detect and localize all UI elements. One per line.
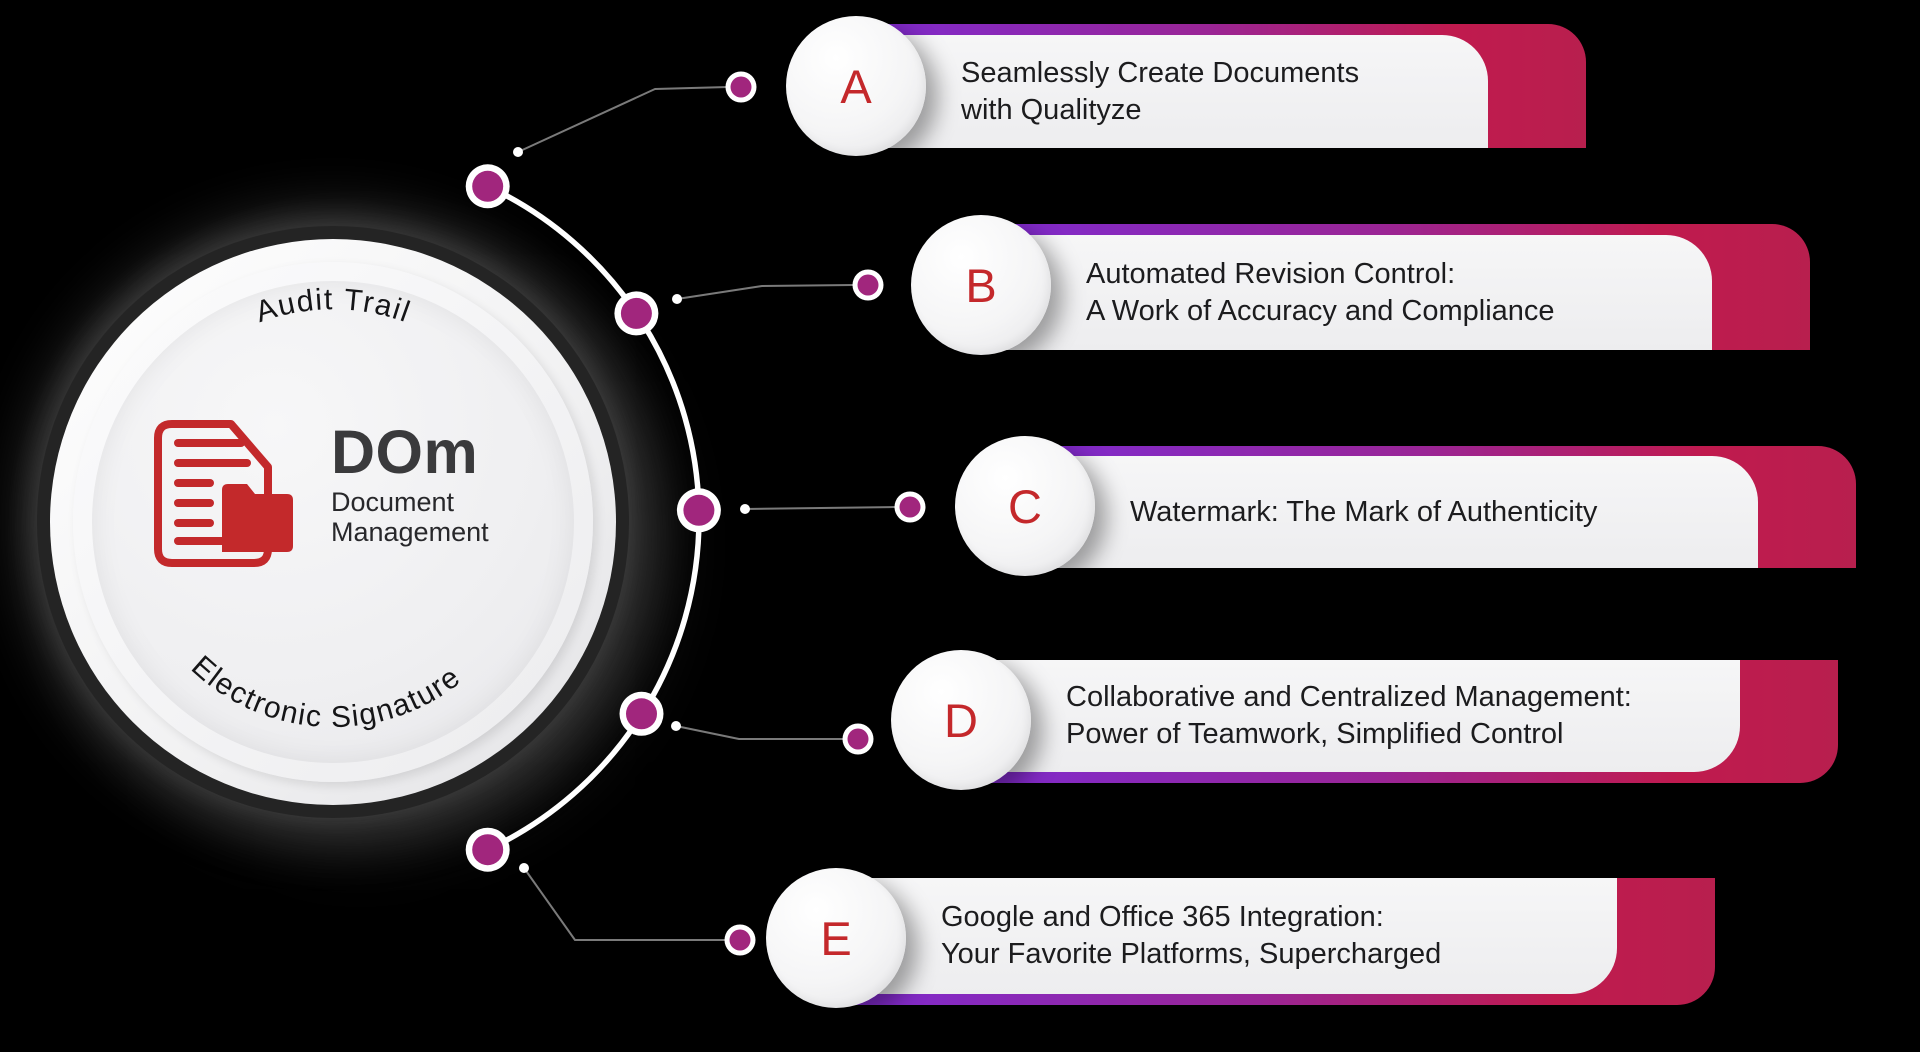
banner-b-body (981, 235, 1712, 350)
item-end-dots (724, 71, 926, 956)
banner-c-line1: Watermark: The Mark of Authenticity (1130, 495, 1598, 528)
item-d-letter: D (944, 693, 978, 747)
hub-acronym: DOm (331, 418, 479, 486)
banner-a-text: Seamlessly Create Documents with Quality… (961, 35, 1359, 148)
banner-a-line2: with Qualityze (961, 93, 1142, 126)
banner-b-text: Automated Revision Control: A Work of Ac… (1086, 235, 1555, 350)
banner-e-text: Google and Office 365 Integration: Your … (941, 878, 1441, 994)
item-e-letter: E (820, 911, 852, 965)
banner-c-body (1025, 456, 1758, 568)
banner-b-line1: Automated Revision Control: (1086, 257, 1456, 290)
hub-subtitle: Document Management (331, 487, 489, 547)
item-d-letter-circle: D (891, 650, 1031, 790)
banner-c-text: Watermark: The Mark of Authenticity (1130, 456, 1597, 568)
banner-a-line1: Seamlessly Create Documents (961, 56, 1360, 89)
banner-d-line2: Power of Teamwork, Simplified Control (1066, 718, 1564, 750)
banner-d-text: Collaborative and Centralized Management… (1066, 660, 1632, 772)
item-b-letter-circle: B (911, 215, 1051, 355)
item-c-letter: C (1008, 479, 1042, 533)
hub-title-block: DOm Document Management (331, 418, 489, 548)
banner-d-body (961, 660, 1740, 772)
item-a-letter-circle: A (786, 16, 926, 156)
item-a-letter: A (840, 59, 872, 113)
banner-e-line1: Google and Office 365 Integration: (941, 901, 1384, 933)
hub-subtitle-line1: Document (331, 487, 455, 517)
banner-e-body (836, 878, 1617, 994)
item-e-letter-circle: E (766, 868, 906, 1008)
hub-subtitle-line2: Management (331, 517, 489, 547)
banner-d-line1: Collaborative and Centralized Management… (1066, 681, 1632, 713)
banner-e-line2: Your Favorite Platforms, Supercharged (941, 938, 1442, 970)
banner-a-body (856, 35, 1488, 148)
item-c-letter-circle: C (955, 436, 1095, 576)
banner-b-line2: A Work of Accuracy and Compliance (1086, 294, 1555, 327)
item-b-letter: B (965, 258, 997, 312)
